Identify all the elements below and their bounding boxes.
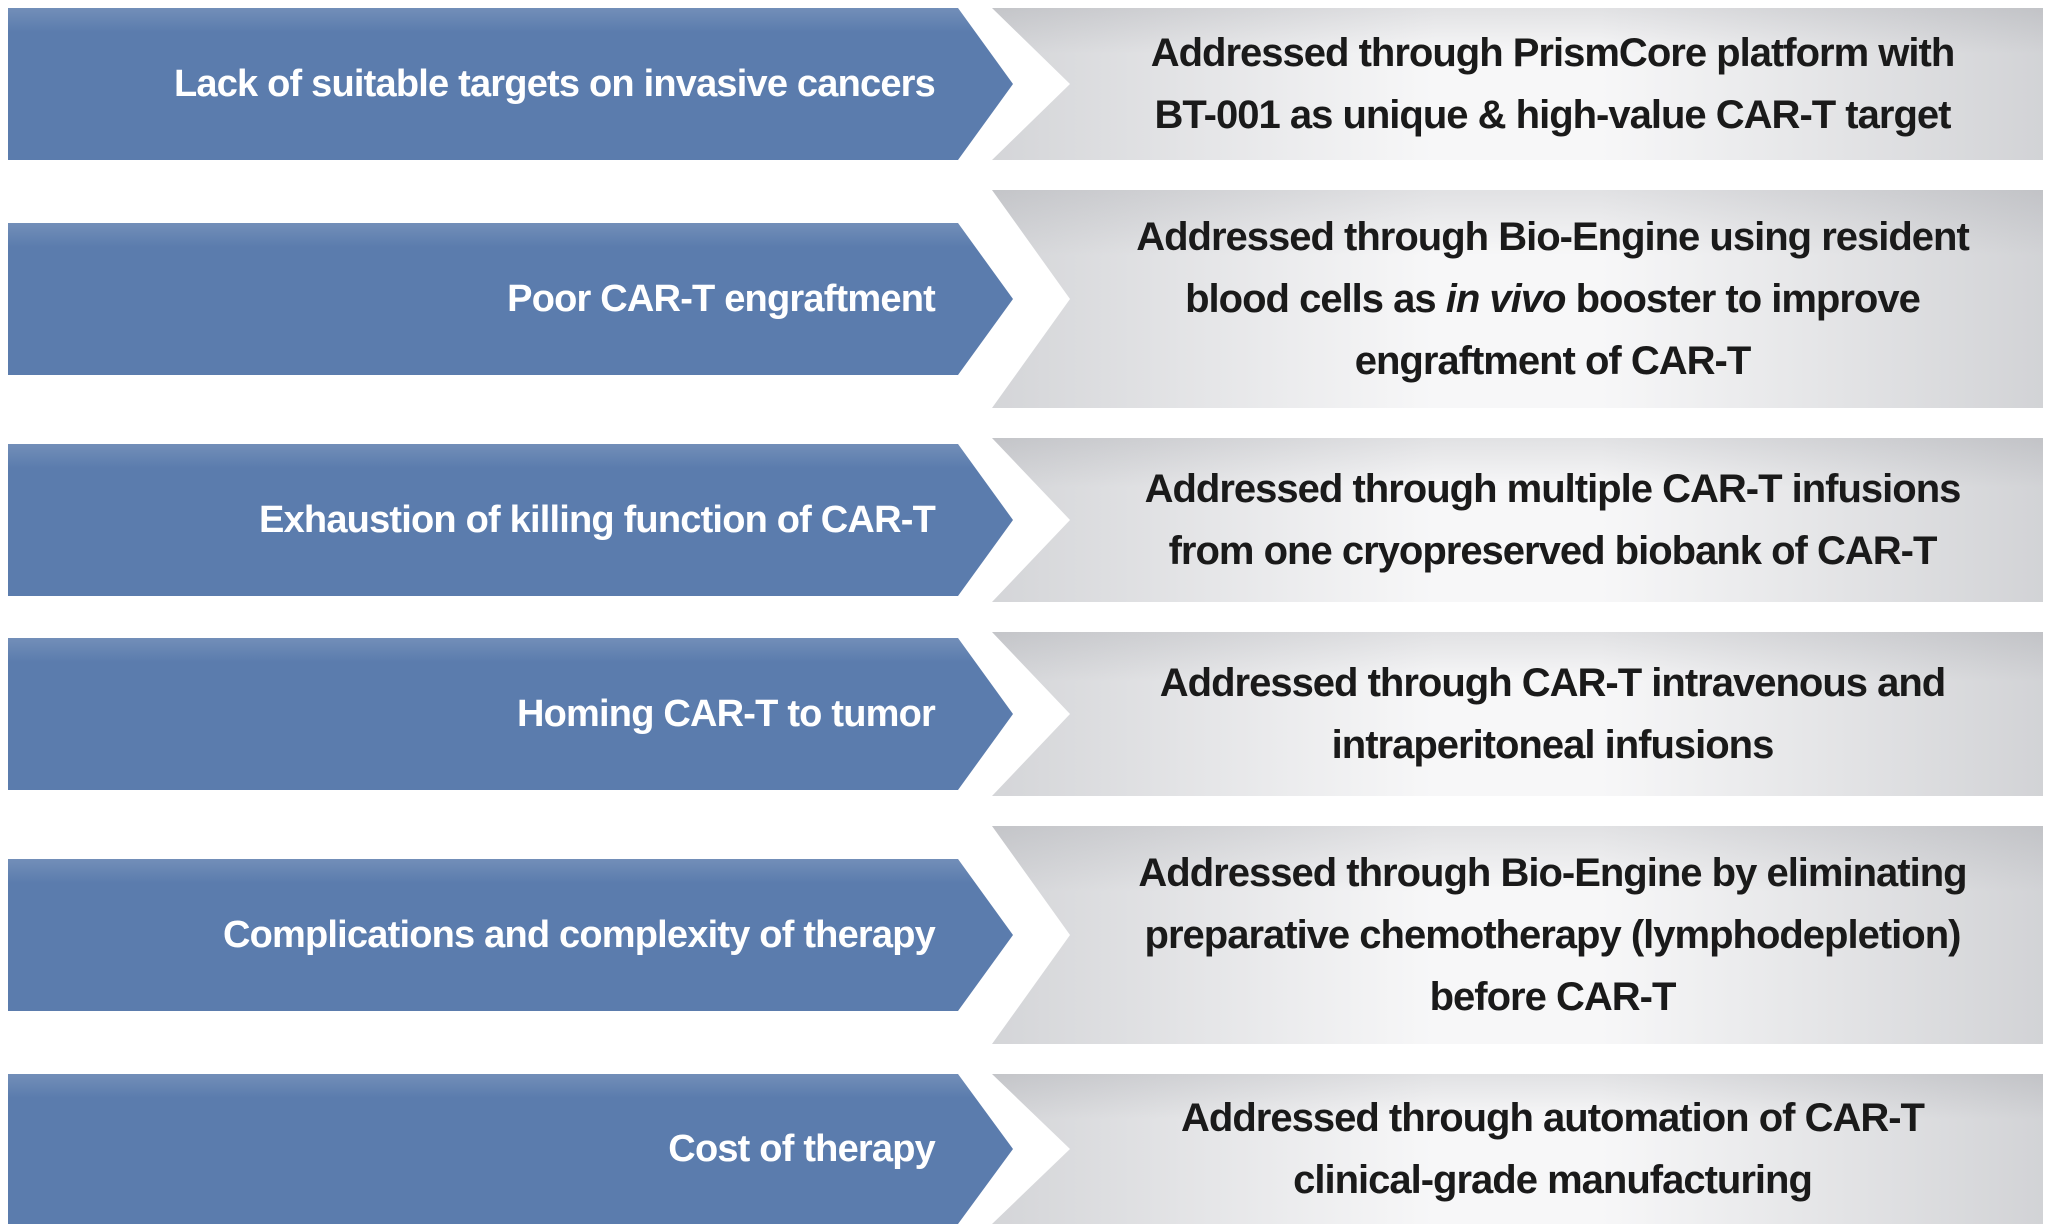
solution-label: Addressed through PrismCore platform wit…	[1150, 22, 1956, 146]
solution-banner: Addressed through multiple CAR-T infusio…	[992, 438, 2043, 602]
solution-text-segment: intraperitoneal infusions	[1331, 723, 1775, 767]
solution-banner: Addressed through CAR-T intravenous and i…	[992, 632, 2043, 796]
solution-text-segment: before CAR-T	[1429, 975, 1677, 1019]
solution-line: blood cells as in vivo booster to improv…	[1136, 268, 1969, 330]
solution-line: Addressed through Bio-Engine by eliminat…	[1138, 842, 1967, 904]
solution-line: engraftment of CAR-T	[1136, 330, 1969, 392]
challenge-arrow: Homing CAR-T to tumor	[8, 638, 1013, 790]
challenge-arrow: Cost of therapy	[8, 1074, 1013, 1224]
solution-text-segment: booster to improve	[1565, 277, 1921, 321]
solution-text-segment: blood cells as	[1185, 277, 1446, 321]
solution-line: BT-001 as unique & high-value CAR-T targ…	[1151, 84, 1955, 146]
solution-label: Addressed through Bio-Engine using resid…	[1136, 206, 1970, 392]
challenge-solution-row: Poor CAR-T engraftment Addressed through…	[0, 190, 2048, 408]
challenge-arrow: Complications and complexity of therapy	[8, 859, 1013, 1011]
challenge-solution-row: Homing CAR-T to tumor Addressed through …	[0, 632, 2048, 796]
solution-text-segment: clinical-grade manufacturing	[1293, 1158, 1813, 1202]
solution-banner: Addressed through Bio-Engine using resid…	[992, 190, 2043, 408]
challenge-label: Poor CAR-T engraftment	[507, 277, 935, 320]
challenge-label: Lack of suitable targets on invasive can…	[173, 62, 935, 105]
solution-text-segment: from one cryopreserved biobank of CAR-T	[1168, 529, 1938, 573]
solution-banner: Addressed through Bio-Engine by eliminat…	[992, 826, 2043, 1044]
solution-text-segment: Addressed through CAR-T intravenous and	[1159, 661, 1946, 705]
solution-label: Addressed through CAR-T intravenous and i…	[1160, 652, 1946, 776]
challenge-label: Complications and complexity of therapy	[222, 913, 935, 956]
solution-text-segment: engraftment of CAR-T	[1354, 339, 1752, 383]
solution-banner: Addressed through automation of CAR-T cli…	[992, 1074, 2043, 1224]
solution-label: Addressed through Bio-Engine by eliminat…	[1138, 842, 1967, 1028]
solution-text-segment: BT-001 as unique & high-value CAR-T targ…	[1154, 93, 1952, 137]
solution-label: Addressed through multiple CAR-T infusio…	[1144, 458, 1962, 582]
challenge-arrow: Exhaustion of killing function of CAR-T	[8, 444, 1013, 596]
solution-line: Addressed through PrismCore platform wit…	[1150, 22, 1956, 84]
solution-text-segment: Addressed through Bio-Engine by eliminat…	[1138, 851, 1967, 895]
solution-line: Addressed through automation of CAR-T	[1181, 1087, 1925, 1149]
challenge-solution-row: Exhaustion of killing function of CAR-T …	[0, 438, 2048, 602]
solution-line: clinical-grade manufacturing	[1181, 1149, 1924, 1211]
solution-line: Addressed through multiple CAR-T infusio…	[1144, 458, 1962, 520]
challenge-label: Cost of therapy	[668, 1127, 935, 1170]
solution-line: from one cryopreserved biobank of CAR-T	[1145, 520, 1961, 582]
solution-text-italic-segment: in vivo	[1445, 277, 1567, 321]
solution-label: Addressed through automation of CAR-T cli…	[1181, 1087, 1925, 1211]
challenge-solution-row: Complications and complexity of therapy …	[0, 826, 2048, 1044]
solution-text-segment: Addressed through automation of CAR-T	[1181, 1096, 1925, 1140]
challenge-solution-row: Lack of suitable targets on invasive can…	[0, 8, 2048, 160]
solution-text-segment: Addressed through multiple CAR-T infusio…	[1144, 467, 1962, 511]
solution-text-segment: Addressed through PrismCore platform wit…	[1150, 31, 1956, 75]
challenge-label: Exhaustion of killing function of CAR-T	[259, 498, 935, 541]
challenge-arrow: Poor CAR-T engraftment	[8, 223, 1013, 375]
challenge-arrow: Lack of suitable targets on invasive can…	[8, 8, 1013, 160]
solution-banner: Addressed through PrismCore platform wit…	[992, 8, 2043, 160]
solution-text-segment: preparative chemotherapy (lymphodepletio…	[1144, 913, 1962, 957]
solution-line: Addressed through CAR-T intravenous and	[1160, 652, 1946, 714]
solution-line: preparative chemotherapy (lymphodepletio…	[1138, 904, 1966, 966]
solution-text-segment: Addressed through Bio-Engine using resid…	[1136, 215, 1970, 259]
solution-line: Addressed through Bio-Engine using resid…	[1136, 206, 1970, 268]
solution-line: intraperitoneal infusions	[1160, 714, 1946, 776]
challenge-label: Homing CAR-T to tumor	[516, 692, 935, 735]
solution-line: before CAR-T	[1138, 966, 1966, 1028]
challenge-solution-row: Cost of therapy Addressed through automa…	[0, 1074, 2048, 1224]
